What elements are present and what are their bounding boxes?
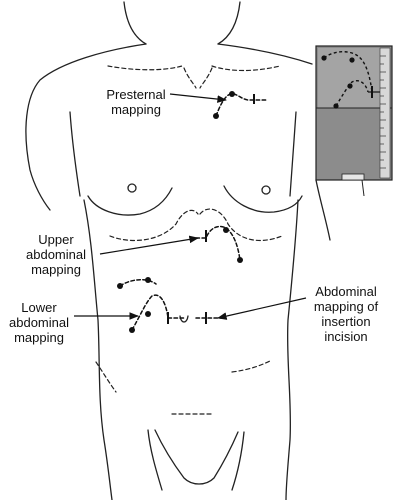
upper-abdominal-mapping-label: Upper abdominal mapping [12, 232, 100, 277]
torso-outline [25, 1, 331, 500]
presternal-label-line-2: mapping [111, 102, 161, 117]
upper-abdominal-label-line-2: abdominal [26, 247, 86, 262]
mapping-inset-photo [315, 45, 393, 197]
insertion-incision-mapping-label: Abdominal mapping of insertion incision [300, 284, 392, 344]
presternal-mapping-marks [213, 91, 269, 119]
lower-abdominal-label-line-2: abdominal [9, 315, 69, 330]
label-arrows [74, 93, 307, 320]
lower-abdominal-mapping-marks [117, 277, 223, 333]
lower-abdominal-label-line-1: Lower [21, 300, 57, 315]
presternal-mapping-label: Presternal mapping [100, 87, 172, 117]
insertion-label-line-4: incision [324, 329, 368, 344]
lower-abdominal-label-line-3: mapping [14, 330, 64, 345]
upper-abdominal-label-line-1: Upper [38, 232, 74, 247]
presternal-label-line-1: Presternal [106, 87, 166, 102]
upper-abdominal-label-line-3: mapping [31, 262, 81, 277]
lower-abdominal-mapping-label: Lower abdominal mapping [2, 300, 76, 345]
insertion-label-line-2: mapping of [313, 299, 379, 314]
contour-dashes [95, 65, 283, 415]
insertion-label-line-3: insertion [321, 314, 371, 329]
insertion-label-line-1: Abdominal [315, 284, 377, 299]
upper-abdominal-mapping-marks [189, 225, 243, 263]
